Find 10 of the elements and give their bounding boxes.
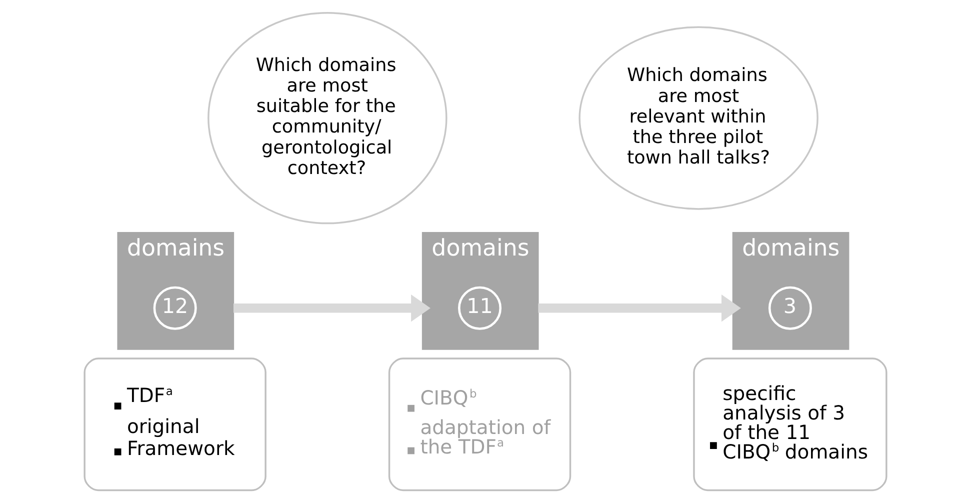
arrow (538, 294, 741, 322)
node-circle: 12 (153, 286, 197, 330)
node-circle: 11 (458, 286, 502, 330)
node-box: specific analysis of 3 of the 11 CIBQ$^{b}$ domains (693, 358, 888, 492)
node-circle: 3 (768, 286, 812, 330)
node-ellipse: Which domains are most relevant within the three pilot town hall talks? (578, 26, 818, 210)
node-box: CIBQ$^{b}$ adaptation of the TDF$^{a}$ (388, 358, 572, 492)
arrow (234, 294, 430, 322)
node-ellipse: Which domains are most suitable for the community/ gerontological context? (208, 12, 448, 224)
node-box: TDF$^{a}$ original Framework (84, 358, 266, 492)
